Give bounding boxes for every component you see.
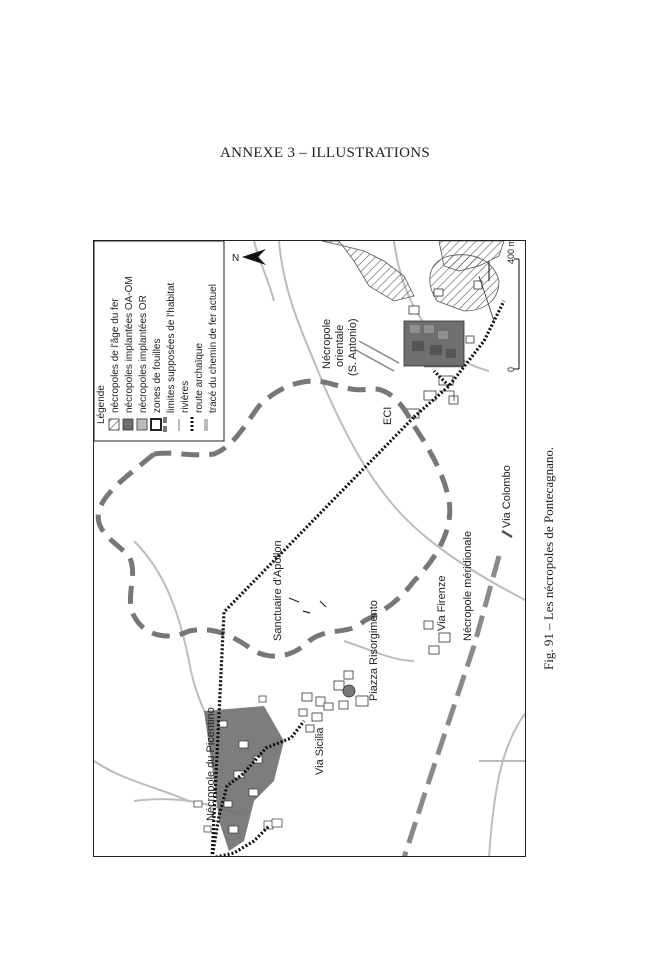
legend-text: Légende nécropoles de l'âge du fer nécro… xyxy=(96,276,219,424)
page-header: ANNEXE 3 – ILLUSTRATIONS xyxy=(219,145,431,161)
scale-bar: 0 400 m xyxy=(506,241,520,372)
label-necropole-meridionale: Nécropole méridionale xyxy=(462,531,474,641)
scale-start: 0 xyxy=(506,367,516,372)
legend-label: limites supposées de l'habitat xyxy=(166,282,177,413)
legend-title: Légende xyxy=(96,385,107,424)
legend-label: nécropoles implantées OR xyxy=(138,295,149,413)
map-canvas: Légende nécropoles de l'âge du fer nécro… xyxy=(94,241,525,856)
label-via-colombo: Via Colombo xyxy=(501,465,513,528)
legend-symbols xyxy=(108,417,208,433)
river xyxy=(94,760,190,802)
rivers xyxy=(94,241,525,856)
legend-label: route archaïque xyxy=(194,343,205,413)
necropolis-oriental xyxy=(353,320,475,419)
necropolis-picentino xyxy=(193,695,284,851)
north-arrow-icon: N xyxy=(232,249,266,265)
map-labels: Nécropole orientale (S. Antonio) ECI San… xyxy=(205,319,513,821)
north-label: N xyxy=(232,253,239,264)
railway xyxy=(402,555,502,856)
buildings-center xyxy=(298,620,451,733)
label-eci: ECI xyxy=(382,407,394,425)
label-sanctuaire: Sanctuaire d'Apollon xyxy=(272,540,284,641)
archaic-road xyxy=(210,300,506,856)
via-colombo-road xyxy=(501,529,513,539)
river xyxy=(343,640,415,662)
legend-label: nécropoles implantées OA-OM xyxy=(124,276,135,413)
scale-end: 400 m xyxy=(506,241,516,264)
river xyxy=(278,241,525,602)
label-necropole-orientale: Nécropole xyxy=(321,319,333,369)
river xyxy=(253,241,275,302)
habitat-limit xyxy=(95,378,453,659)
legend xyxy=(94,241,225,442)
river xyxy=(488,712,525,856)
label-necropole-orientale-3: (S. Antonio) xyxy=(347,319,359,376)
legend-label: rivières xyxy=(180,381,191,413)
label-necropole-picentino: Nécropole du Picentino xyxy=(205,707,217,821)
label-via-firenze: Via Firenze xyxy=(436,576,448,631)
figure-caption-box: Fig. 91 – Les nécropoles de Pontecagnano… xyxy=(541,447,556,670)
label-necropole-orientale-2: orientale xyxy=(334,325,346,367)
figure-caption: Fig. 91 – Les nécropoles de Pontecagnano… xyxy=(541,447,556,670)
legend-label: nécropoles de l'âge du fer xyxy=(110,298,121,413)
river xyxy=(133,540,215,732)
label-piazza: Piazza Risorgimento xyxy=(368,600,380,701)
label-via-sicilia: Via Sicilia xyxy=(314,727,326,775)
legend-label: tracé du chemin de fer actuel xyxy=(208,284,219,413)
map: Légende nécropoles de l'âge du fer nécro… xyxy=(93,240,526,857)
legend-label: zones de fouilles xyxy=(152,339,163,414)
necropolis-iron-age xyxy=(321,241,505,322)
sanctuary-marks xyxy=(288,597,327,614)
